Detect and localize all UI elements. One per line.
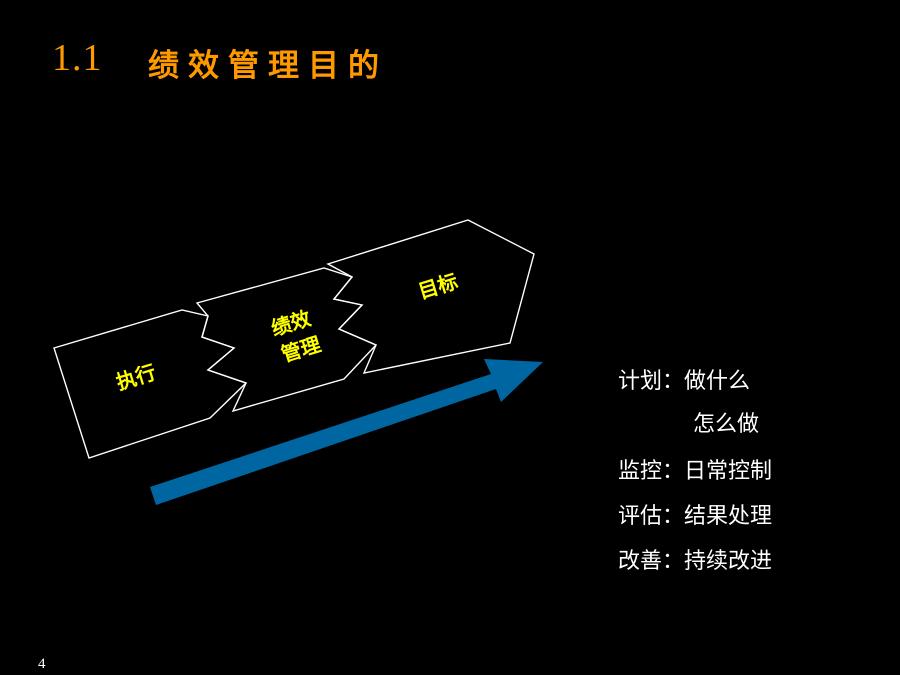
list-item: 怎么做 xyxy=(693,412,760,437)
stage-goal-label: 目标 xyxy=(415,269,460,304)
stage-execute-label: 执行 xyxy=(113,360,158,395)
stage-performance-shape xyxy=(195,267,378,413)
section-number: 1.1 xyxy=(52,37,103,79)
slide-title: 绩效管理目的 xyxy=(148,48,388,84)
list-item: 监控：日常控制 xyxy=(618,459,773,484)
list-item: 评估：结果处理 xyxy=(618,504,773,529)
page-number: 4 xyxy=(38,656,46,672)
progress-arrow xyxy=(150,359,543,505)
stage-goal-shape xyxy=(326,219,535,374)
list-item: 计划：做什么 xyxy=(618,369,751,394)
list-item: 改善：持续改进 xyxy=(618,549,773,574)
